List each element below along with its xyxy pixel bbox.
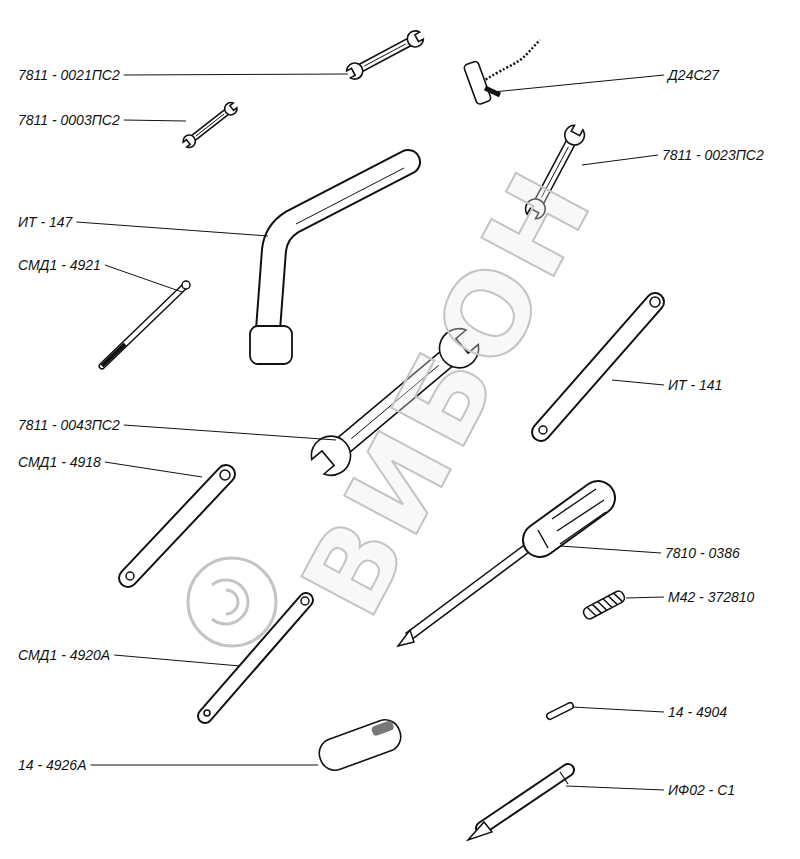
watermark-logo (188, 558, 276, 646)
part-number: 7810 - 0386 (665, 545, 740, 561)
part-number: СМД1 - 4920А (18, 647, 110, 663)
leader-line (582, 155, 658, 165)
part-number: 7811 - 0043ПС2 (18, 417, 120, 433)
flat-plate (315, 716, 405, 775)
part-number: 14 - 4904 (668, 704, 727, 720)
small-pin (550, 706, 570, 716)
part-number: 14 - 4926А (18, 757, 87, 773)
leader-line (124, 425, 336, 440)
leader-line (566, 786, 664, 790)
part-number: ИТ - 147 (18, 214, 72, 230)
leader-line (114, 655, 240, 666)
leader-line (76, 222, 268, 236)
part-number: М42 - 372810 (668, 589, 754, 605)
spring (582, 589, 626, 620)
part-number: 7811 - 0021ПС2 (18, 67, 120, 83)
tube-wrench (126, 470, 230, 580)
leader-line (626, 597, 664, 598)
leader-line (572, 707, 664, 712)
leader-line (612, 380, 664, 385)
leader-line (105, 265, 182, 292)
leader-line (493, 75, 664, 92)
tube-wrench (539, 297, 660, 434)
leader-line (560, 546, 661, 553)
part-number: ИФ02 - С1 (668, 782, 735, 798)
leader-line (124, 74, 348, 75)
leader-line (124, 120, 186, 121)
tube-wrench (204, 597, 309, 716)
marker-pen (468, 770, 568, 840)
part-number: Д24С27 (668, 67, 719, 83)
wrench-0021 (345, 28, 426, 81)
t-handle-key (463, 40, 540, 105)
leader-line (105, 462, 202, 477)
wrench-0003 (181, 101, 239, 150)
part-number: СМД1 - 4918 (18, 454, 101, 470)
leader-line (91, 765, 319, 766)
part-number: 7811 - 0023ПС2 (662, 147, 764, 163)
part-number: ИТ - 141 (668, 377, 722, 393)
part-number: СМД1 - 4921 (18, 257, 101, 273)
l-box-wrench (250, 162, 408, 364)
part-number: 7811 - 0003ПС2 (18, 112, 120, 128)
watermark: ВИБОН (285, 152, 611, 631)
pin (102, 281, 190, 366)
